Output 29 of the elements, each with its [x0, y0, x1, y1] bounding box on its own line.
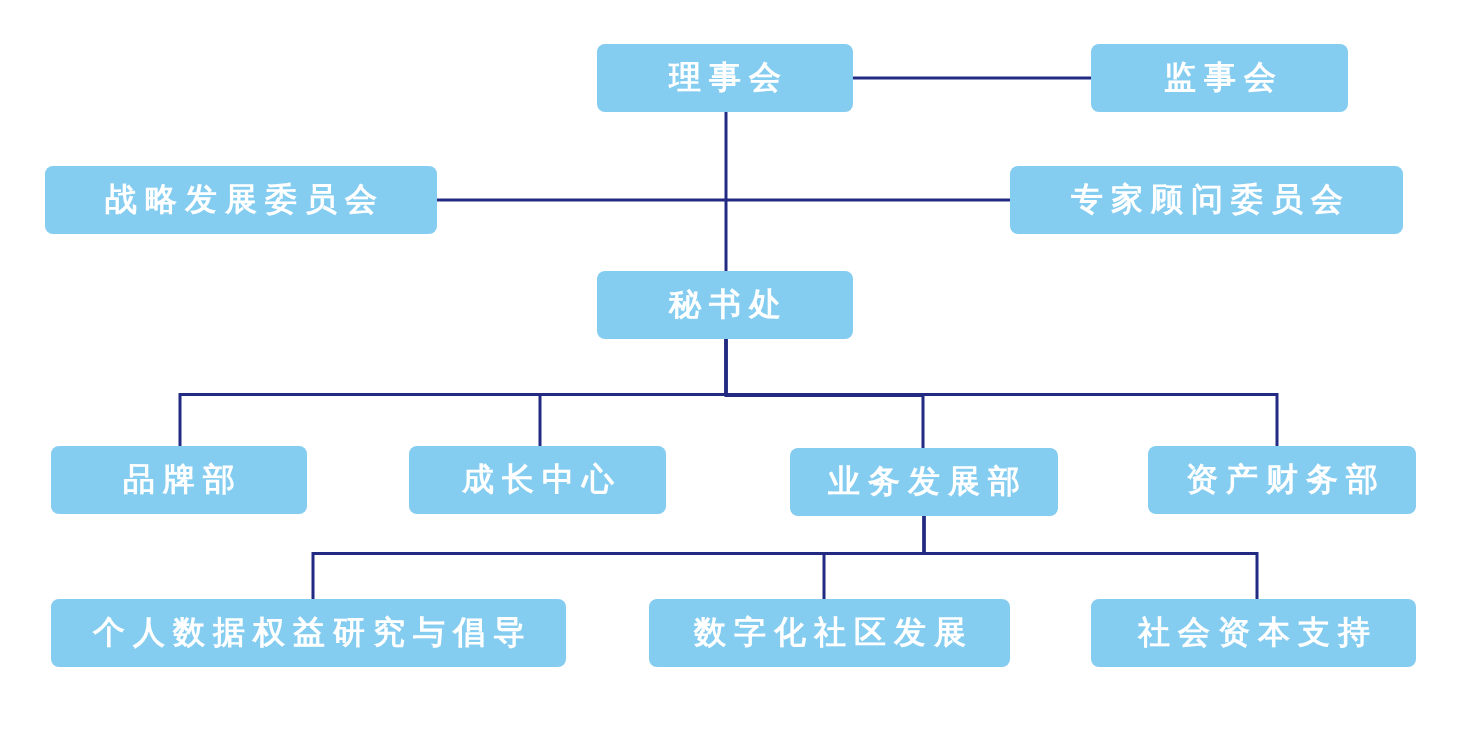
- org-unit-box: [1091, 599, 1416, 667]
- org-unit-box: [649, 599, 1010, 667]
- org-unit-box: [45, 166, 437, 234]
- connector-line: [437, 198, 1010, 202]
- org-unit-box: [790, 448, 1058, 516]
- unit-name: 成长中心: [460, 459, 622, 500]
- org-unit-box: [409, 446, 666, 514]
- unit-name: 数字化社区发展: [692, 612, 974, 653]
- connector-line: [853, 76, 1091, 80]
- connector-line: [922, 516, 1259, 599]
- org-unit-box: [1091, 44, 1348, 112]
- unit-name: 理事会: [667, 57, 789, 98]
- org-unit-box: [1010, 166, 1403, 234]
- unit-name: 业务发展部: [827, 461, 1028, 502]
- connector-line: [724, 112, 728, 271]
- org-unit-box: [51, 599, 566, 667]
- org-unit-box: [597, 44, 853, 112]
- unit-name: 监事会: [1162, 57, 1284, 98]
- connector-line: [724, 339, 1279, 446]
- unit-name: 战略发展委员会: [104, 179, 385, 220]
- org-unit-box: [1148, 446, 1416, 514]
- unit-name: 专家顾问委员会: [1069, 179, 1351, 220]
- org-unit-box: [51, 446, 307, 514]
- unit-name: 秘书处: [667, 284, 789, 325]
- unit-name: 个人数据权益研究与倡导: [91, 612, 533, 653]
- unit-name: 品牌部: [122, 459, 243, 500]
- unit-name: 资产财务部: [1185, 459, 1386, 500]
- org-unit-box: [597, 271, 853, 339]
- unit-name: 社会资本支持: [1136, 612, 1378, 653]
